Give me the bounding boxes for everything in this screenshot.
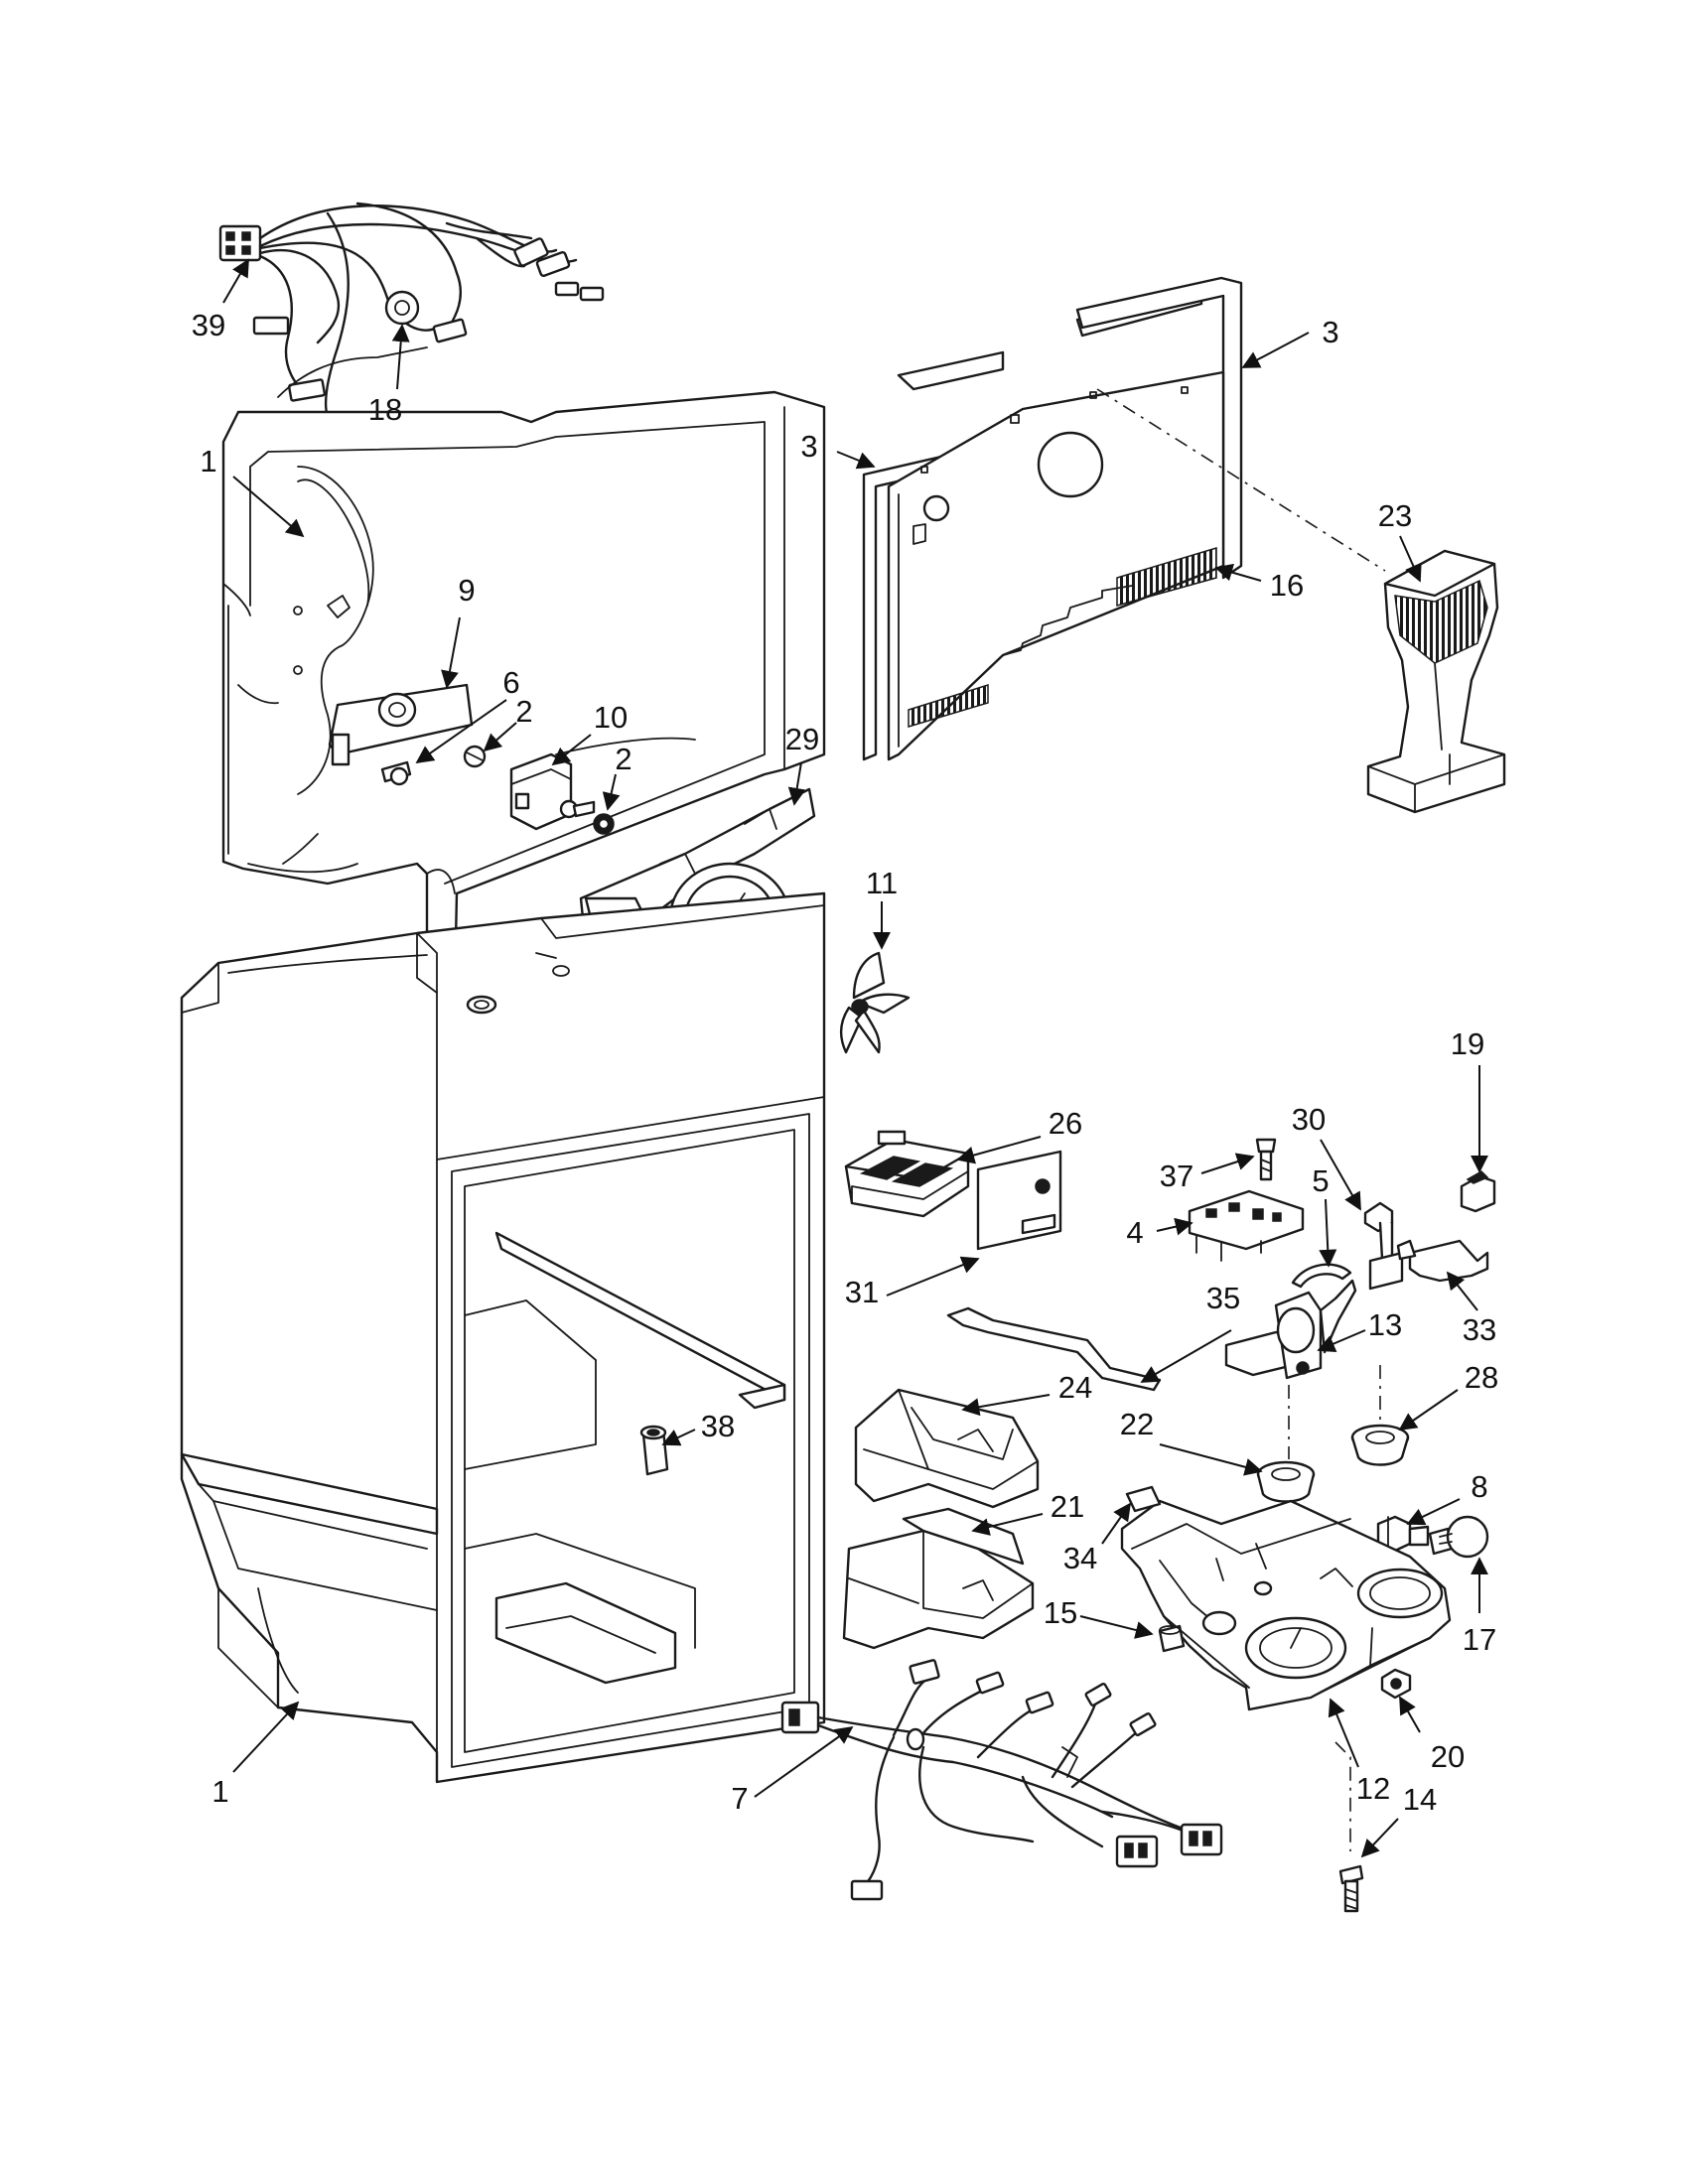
door-switch bbox=[1460, 1170, 1496, 1213]
callout-c3: 2 bbox=[515, 694, 532, 729]
callout-c15: 12 bbox=[1356, 1771, 1390, 1806]
callout-c10: 7 bbox=[731, 1781, 748, 1816]
callout-c8: 5 bbox=[1312, 1163, 1329, 1198]
light-bracket bbox=[328, 683, 474, 766]
air-baffle-21 bbox=[842, 1507, 1035, 1650]
callout-c24: 21 bbox=[1051, 1489, 1084, 1524]
freezer-liner bbox=[221, 346, 826, 1005]
callout-c20: 17 bbox=[1463, 1622, 1496, 1657]
callout-c32: 31 bbox=[845, 1275, 879, 1309]
callout-c21: 18 bbox=[368, 392, 402, 427]
thermostat-control bbox=[509, 752, 596, 831]
knob-2b bbox=[593, 813, 615, 835]
insulation-block bbox=[976, 1150, 1062, 1251]
screw-14 bbox=[1338, 1864, 1364, 1913]
lamp-socket-28 bbox=[1350, 1424, 1410, 1466]
control-board bbox=[1188, 1189, 1305, 1262]
alignment-line-23 bbox=[1096, 388, 1386, 572]
light-switch-bracket bbox=[1363, 1201, 1489, 1291]
callout-c38: 39 bbox=[192, 308, 225, 342]
callout-c34: 34 bbox=[1063, 1541, 1097, 1575]
air-baffle-24 bbox=[854, 1388, 1040, 1509]
callout-c36: 37 bbox=[1160, 1159, 1193, 1193]
callout-c23: 20 bbox=[1431, 1739, 1465, 1774]
damper-assembly bbox=[1224, 1279, 1357, 1380]
fan-blade bbox=[839, 951, 911, 1054]
light-housing bbox=[1120, 1499, 1452, 1711]
lamp-socket-22 bbox=[1256, 1460, 1316, 1503]
callout-c33: 33 bbox=[1463, 1312, 1496, 1347]
knob-2a bbox=[463, 745, 487, 768]
callout-c28: 26 bbox=[1049, 1106, 1082, 1141]
control-housing bbox=[844, 1130, 970, 1218]
screw-37 bbox=[1255, 1138, 1277, 1181]
callout-c17: 14 bbox=[1403, 1782, 1437, 1817]
callout-c5: 3 bbox=[800, 429, 817, 464]
retaining-clip bbox=[1291, 1263, 1352, 1289]
callout-c14: 11 bbox=[866, 866, 898, 900]
callout-c4: 2 bbox=[615, 742, 632, 776]
callout-c26: 23 bbox=[1378, 498, 1412, 533]
callout-c13: 10 bbox=[594, 700, 628, 735]
callout-c12: 9 bbox=[458, 573, 475, 608]
callout-c27: 24 bbox=[1058, 1370, 1092, 1405]
hex-nut bbox=[1380, 1668, 1412, 1700]
light-bulb bbox=[1428, 1515, 1489, 1559]
thermal-fuse bbox=[1158, 1624, 1186, 1653]
screw-6 bbox=[380, 760, 412, 786]
callout-c1: 1 bbox=[200, 444, 216, 478]
callout-c37: 38 bbox=[701, 1409, 735, 1443]
callout-c16: 13 bbox=[1368, 1307, 1402, 1342]
callout-c11: 8 bbox=[1471, 1469, 1487, 1504]
fresh-food-liner bbox=[180, 891, 826, 1784]
callout-c22: 19 bbox=[1451, 1026, 1484, 1061]
callout-c31: 30 bbox=[1292, 1102, 1326, 1137]
drain-plug bbox=[639, 1425, 669, 1476]
alignment-line-14 bbox=[1334, 1741, 1351, 1851]
callout-c30: 29 bbox=[785, 722, 819, 756]
leader-lines bbox=[222, 258, 1488, 1858]
wiring-harness-top bbox=[218, 202, 605, 419]
sensor-cable bbox=[946, 1306, 1162, 1392]
callout-c25: 22 bbox=[1120, 1407, 1154, 1441]
callout-c19: 16 bbox=[1270, 568, 1304, 603]
callout-c29: 28 bbox=[1465, 1360, 1498, 1395]
rear-panel bbox=[862, 276, 1243, 761]
air-duct bbox=[1366, 549, 1506, 814]
callout-c18: 15 bbox=[1044, 1595, 1077, 1630]
wiring-harness-bottom bbox=[780, 1659, 1223, 1901]
callout-c7: 4 bbox=[1126, 1215, 1143, 1250]
callout-c9: 6 bbox=[502, 665, 519, 700]
callout-labels: 1 1 2 2 3 3 4 5 6 7 8 9 10 11 12 13 14 1… bbox=[192, 308, 1498, 1817]
warning-label bbox=[1125, 1485, 1162, 1513]
callout-c35: 35 bbox=[1206, 1281, 1240, 1315]
callout-c6: 3 bbox=[1322, 315, 1338, 349]
callout-c2: 1 bbox=[211, 1774, 228, 1809]
